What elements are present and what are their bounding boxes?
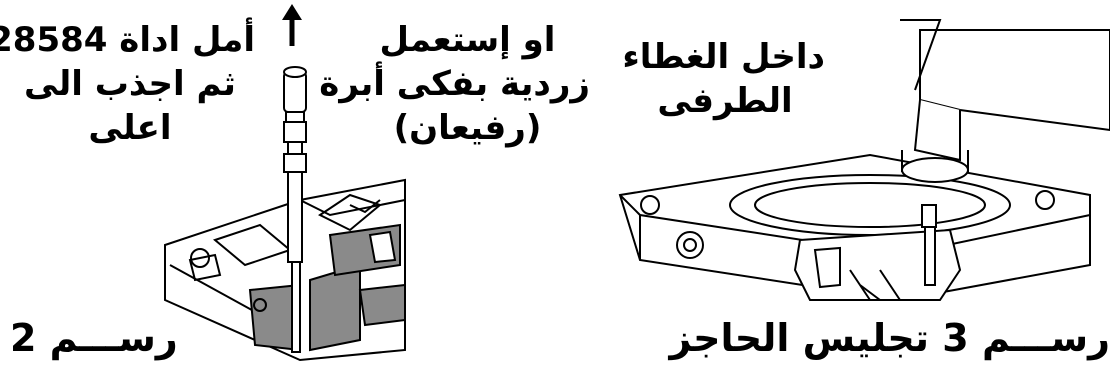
instruction-inside-cover: داخل الغطاء الطرفى [622, 35, 825, 123]
tool-28584 [283, 66, 307, 353]
instruction-pliers: او إستعمل زردية بفكى أبرة (رفيعان) [319, 18, 590, 150]
instruction-line: اعلى [88, 108, 172, 148]
instruction-line: أمل اداة 28584 [0, 20, 255, 60]
hammer-icon [900, 19, 1110, 183]
instruction-line: (رفيعان) [393, 108, 542, 148]
instruction-line: الطرفى [657, 81, 793, 121]
arrow-up-icon [282, 4, 302, 46]
instruction-line: او إستعمل [379, 20, 556, 60]
instruction-line: ثم اجذب الى [24, 64, 236, 104]
figure-3-caption: رســـم 3 تجليس الحاجز [669, 316, 1110, 360]
instruction-line: داخل الغطاء [622, 37, 825, 77]
figure-2-caption: رســـم 2 [10, 316, 178, 360]
instruction-tool-28584: أمل اداة 28584 ثم اجذب الى اعلى [0, 18, 255, 150]
instruction-line: زردية بفكى أبرة [319, 64, 590, 104]
